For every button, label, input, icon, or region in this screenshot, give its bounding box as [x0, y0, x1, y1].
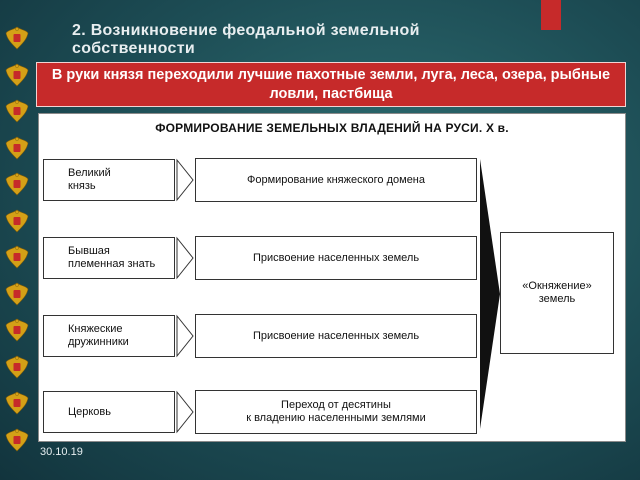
coat-of-arms-icon	[5, 136, 29, 160]
coat-of-arms-icon	[5, 26, 29, 50]
arrow-right-icon	[176, 390, 194, 434]
left-box-label: Великий князь	[68, 167, 111, 192]
big-arrow-right-icon	[480, 159, 500, 429]
mid-box-appropriation-1: Присвоение населенных земель	[195, 236, 477, 280]
mid-box-label: Присвоение населенных земель	[252, 251, 420, 264]
result-label: «Окняжение» земель	[522, 280, 592, 305]
coat-of-arms-icon	[5, 99, 29, 123]
banner: В руки князя переходили лучшие пахотные …	[36, 62, 626, 107]
coat-of-arms-icon	[5, 428, 29, 452]
top-accent-bar	[541, 0, 561, 30]
arrow-right-icon	[176, 314, 194, 358]
mid-box-tithe: Переход от десятины к владению населенны…	[195, 390, 477, 434]
left-box-retainers: Княжеские дружинники	[43, 315, 175, 357]
mid-box-domain: Формирование княжеского домена	[195, 158, 477, 202]
left-box-church: Церковь	[43, 391, 175, 433]
mid-box-label: Формирование княжеского домена	[247, 173, 425, 186]
banner-text: В руки князя переходили лучшие пахотные …	[51, 66, 611, 102]
coat-of-arms-icon	[5, 318, 29, 342]
coat-of-arms-icon	[5, 209, 29, 233]
left-box-grand-prince: Великий князь	[43, 159, 175, 201]
arrow-right-icon	[176, 236, 194, 280]
mid-box-appropriation-2: Присвоение населенных земель	[195, 314, 477, 358]
coat-of-arms-icon	[5, 391, 29, 415]
mid-box-label: Присвоение населенных земель	[252, 329, 420, 342]
diagram-title: ФОРМИРОВАНИЕ ЗЕМЕЛЬНЫХ ВЛАДЕНИЙ НА РУСИ.…	[155, 121, 509, 135]
arrow-right-icon	[176, 158, 194, 202]
coat-of-arms-icon	[5, 355, 29, 379]
slide-date: 30.10.19	[40, 446, 83, 458]
mid-box-label: Переход от десятины к владению населенны…	[246, 399, 426, 424]
emblem-strip	[0, 24, 34, 454]
left-box-tribal-nobility: Бывшая племенная знать	[43, 237, 175, 279]
slide-title: 2. Возникновение феодальной земельной со…	[72, 22, 420, 57]
coat-of-arms-icon	[5, 63, 29, 86]
left-box-label: Церковь	[68, 405, 112, 418]
left-box-label: Бывшая племенная знать	[68, 245, 156, 270]
result-box: «Окняжение» земель	[500, 232, 614, 354]
coat-of-arms-icon	[5, 172, 29, 196]
coat-of-arms-icon	[5, 282, 29, 306]
left-box-label: Княжеские дружинники	[68, 323, 129, 348]
coat-of-arms-icon	[5, 245, 29, 269]
diagram: ФОРМИРОВАНИЕ ЗЕМЕЛЬНЫХ ВЛАДЕНИЙ НА РУСИ.…	[38, 113, 626, 442]
